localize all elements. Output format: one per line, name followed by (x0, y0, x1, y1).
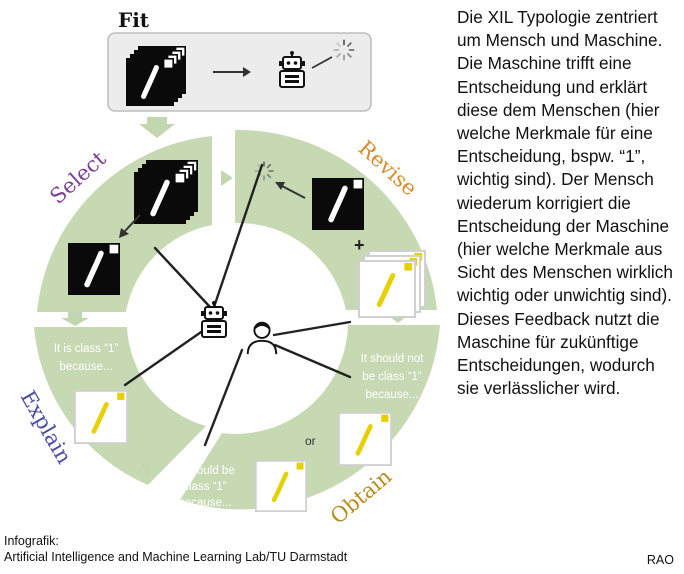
obtain-text-line2: class “1” (183, 481, 227, 493)
explain-text-line2: because... (59, 361, 112, 373)
obtain-text-line3: because... (178, 497, 231, 509)
select-to-revise-arrow (221, 170, 233, 186)
obtain-explanation-image (256, 461, 306, 511)
description-text: Die XIL Typologie zentriert um Mensch un… (457, 6, 679, 400)
revise-text-line1: It should not (361, 353, 424, 365)
explanation-image-icon (75, 391, 127, 443)
credit-line1: Infografik: (4, 533, 347, 549)
select-digit-stack (134, 160, 198, 224)
signature: RAO (647, 553, 674, 567)
credit: Infografik: Artificial Intelligence and … (4, 533, 347, 565)
revise-text-line3: because... (365, 389, 418, 401)
fit-digit-stack (126, 46, 186, 106)
revise-explanation-stack (359, 251, 425, 317)
obtain-empty-image (339, 413, 391, 465)
human-icon (248, 323, 277, 354)
obtain-text-line1: It should be (175, 465, 234, 477)
fit-label: Fit (118, 8, 150, 32)
or-label: or (305, 434, 316, 448)
revise-digit-image (312, 178, 364, 230)
credit-line2: Artificial Intelligence and Machine Lear… (4, 549, 347, 565)
xil-typology-diagram: Fit Select Revise Explain Obtain + (0, 0, 455, 535)
digit-image-icon (126, 58, 174, 106)
select-to-explain-arrow (61, 312, 89, 326)
fit-down-arrow (139, 117, 175, 138)
explain-text-line1: It is class “1” (54, 343, 119, 355)
selected-digit-image (68, 243, 120, 295)
plus-label: + (354, 235, 365, 255)
revise-text-line2: be class “1” (362, 371, 422, 383)
center-robot-icon (201, 301, 227, 337)
